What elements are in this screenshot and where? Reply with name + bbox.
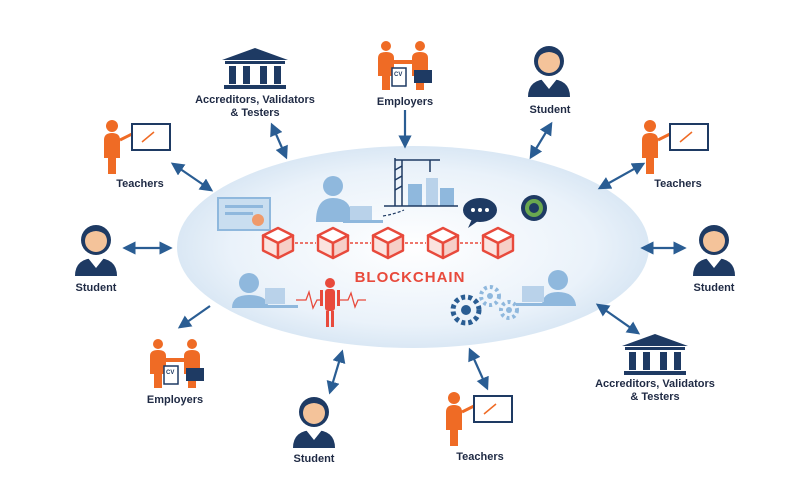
health-body-icon xyxy=(296,278,366,327)
institution-icon xyxy=(222,48,288,89)
arrow-accreditors-top xyxy=(270,122,288,160)
student-icon xyxy=(293,397,335,448)
teachers-bottom-label: Teachers xyxy=(456,451,504,463)
blockchain-block xyxy=(426,226,460,260)
arrow-teachers-left xyxy=(170,162,214,192)
blockchain-title: BLOCKCHAIN xyxy=(355,269,466,286)
arrow-accreditors-bottom xyxy=(595,303,641,335)
student-top-label: Student xyxy=(529,104,571,116)
teacher-board-icon xyxy=(446,392,513,446)
employers-bottom-label: Employers xyxy=(146,394,204,406)
accreditors-bottom-label-line1: Accreditors, Validators xyxy=(595,378,715,390)
accreditors-top-label-line2: & Testers xyxy=(230,107,280,119)
connection-arrows xyxy=(122,110,687,395)
student-left-label: Student xyxy=(75,282,117,294)
blockchain-block xyxy=(261,226,295,260)
student-bottom-label: Student xyxy=(293,453,335,465)
person-laptop-icon xyxy=(316,176,405,223)
handshake-cv-icon: CV xyxy=(378,41,432,90)
person-laptop-icon xyxy=(516,270,576,306)
teachers-left-label: Teachers xyxy=(116,178,164,190)
certificate-icon xyxy=(217,197,271,231)
teachers-right-label: Teachers xyxy=(654,178,702,190)
svg-text:CV: CV xyxy=(166,370,174,376)
blockchain-cubes xyxy=(261,226,515,260)
arrow-teachers-right xyxy=(597,162,646,190)
accreditors-bottom-label: Accreditors, Validators & Testers xyxy=(585,378,725,404)
teacher-board-icon xyxy=(642,120,709,174)
central-oval xyxy=(177,146,649,348)
svg-text:CV: CV xyxy=(394,72,402,78)
student-icon xyxy=(693,225,735,276)
arrow-student-bottom xyxy=(326,349,346,395)
student-icon xyxy=(528,46,570,97)
teacher-board-icon xyxy=(104,120,171,174)
accreditors-top-label: Accreditors, Validators & Testers xyxy=(185,94,325,120)
seal-badge-icon xyxy=(521,195,547,221)
gears-icon xyxy=(450,285,519,326)
accreditors-bottom-label-line2: & Testers xyxy=(630,391,680,403)
blockchain-block xyxy=(371,226,405,260)
blockchain-block xyxy=(481,226,515,260)
arrow-student-top xyxy=(529,121,553,160)
person-laptop-icon xyxy=(232,273,298,308)
blockchain-block xyxy=(316,226,350,260)
handshake-cv-icon: CV xyxy=(150,339,204,388)
chat-bubble-icon xyxy=(463,198,497,228)
arrow-teachers-bottom xyxy=(468,347,489,391)
employers-top-label: Employers xyxy=(376,96,434,108)
student-icon xyxy=(75,225,117,276)
student-right-label: Student xyxy=(693,282,735,294)
arrow-employers-bottom xyxy=(177,305,211,329)
institution-icon xyxy=(622,334,688,375)
accreditors-top-label-line1: Accreditors, Validators xyxy=(195,94,315,106)
factory-icon xyxy=(384,158,458,207)
